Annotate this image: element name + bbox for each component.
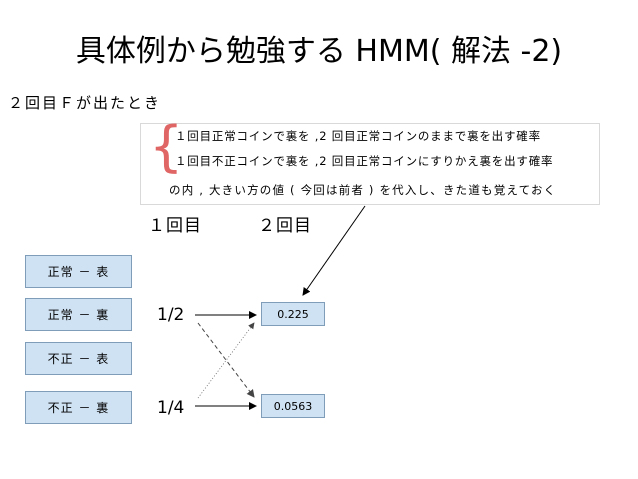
column-header-first: １回目 [148, 216, 202, 236]
probability-second-row: 1/4 [157, 398, 185, 418]
state-box-unfair-heads: 不正 － 表 [25, 342, 132, 375]
probability-first-row: 1/2 [157, 305, 185, 325]
value-box-bottom: 0.0563 [261, 394, 325, 418]
left-brace: { [149, 115, 184, 178]
column-header-second: ２回目 [258, 216, 312, 236]
note-pointer-arrow [302, 205, 366, 296]
value-box-top: 0.225 [261, 302, 325, 326]
arrow-cross-up [197, 322, 255, 399]
state-box-unfair-tails: 不正 － 裏 [25, 391, 132, 424]
slide-subtitle: ２回目Ｆが出たとき [8, 94, 162, 112]
note-line-1: １回目正常コインで裏を ,2 回目正常コインのままで裏を出す確率 [175, 129, 541, 143]
state-box-normal-tails: 正常 － 裏 [25, 298, 132, 331]
note-line-3: の内 , 大きい方の値 ( 今回は前者 ) を代入し、きた道も覚えておく [169, 183, 557, 197]
slide-title: 具体例から勉強する HMM( 解法 -2) [75, 34, 563, 69]
note-line-2: １回目不正コインで裏を ,2 回目正常コインにすりかえ裏を出す確率 [175, 154, 554, 168]
note-box [140, 123, 600, 205]
arrow-cross-down [197, 322, 255, 398]
state-box-normal-heads: 正常 － 表 [25, 255, 132, 288]
